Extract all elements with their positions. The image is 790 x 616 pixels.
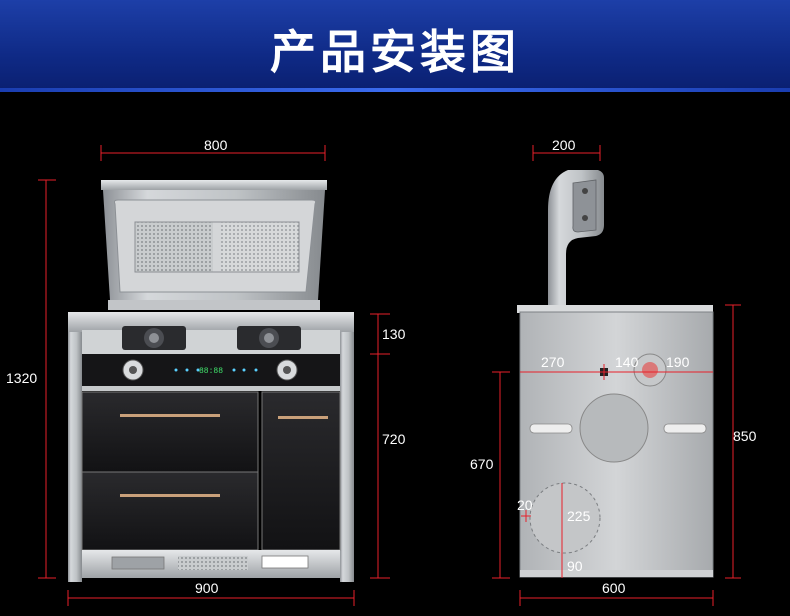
- side-view-product: [517, 170, 714, 578]
- dim-front-bottom: 900: [195, 580, 219, 596]
- drawer-top: [81, 391, 259, 473]
- dimension-lines: [38, 145, 741, 606]
- dim-cabinet: 720: [382, 431, 406, 447]
- dim-front-top: 800: [204, 137, 228, 153]
- filter-left: [135, 222, 213, 272]
- right-cabinet-handle: [278, 416, 328, 419]
- dim-side-hole-height: 225: [567, 508, 591, 524]
- dim-front-height: 1320: [6, 370, 38, 386]
- burner-left: [122, 326, 186, 350]
- dim-side-right: 850: [733, 428, 757, 444]
- dim-side-small: 20: [517, 497, 533, 513]
- dim-side-bottom-small: 90: [567, 558, 583, 574]
- lower-hole-outline: [529, 482, 601, 554]
- right-column: [340, 314, 354, 582]
- filter-right: [221, 222, 299, 272]
- countertop: [68, 312, 354, 332]
- page-title: 产品安装图: [270, 25, 520, 79]
- dim-side-offset-right: 190: [666, 354, 690, 370]
- dim-side-left: 670: [470, 456, 494, 472]
- dim-side-hole: 140: [615, 354, 639, 370]
- dim-backsplash: 130: [382, 326, 406, 342]
- side-circle-panel: [579, 393, 649, 463]
- front-view-product: 88:88: [68, 180, 354, 582]
- panel-buttons: [174, 368, 258, 372]
- left-column: [68, 314, 82, 582]
- panel-display: 88:88: [199, 367, 223, 376]
- right-cabinet: [261, 391, 341, 551]
- dim-side-top: 200: [552, 137, 576, 153]
- dim-side-offset-left: 270: [541, 354, 565, 370]
- burner-right: [237, 326, 301, 350]
- banner-edge: [0, 88, 790, 92]
- dim-side-bottom: 600: [602, 580, 626, 596]
- drawer-top-handle: [120, 414, 220, 417]
- drawer-bottom: [81, 471, 259, 551]
- drawer-bottom-handle: [120, 494, 220, 497]
- hood-cap: [101, 180, 327, 190]
- title-banner: 产品安装图: [0, 0, 790, 92]
